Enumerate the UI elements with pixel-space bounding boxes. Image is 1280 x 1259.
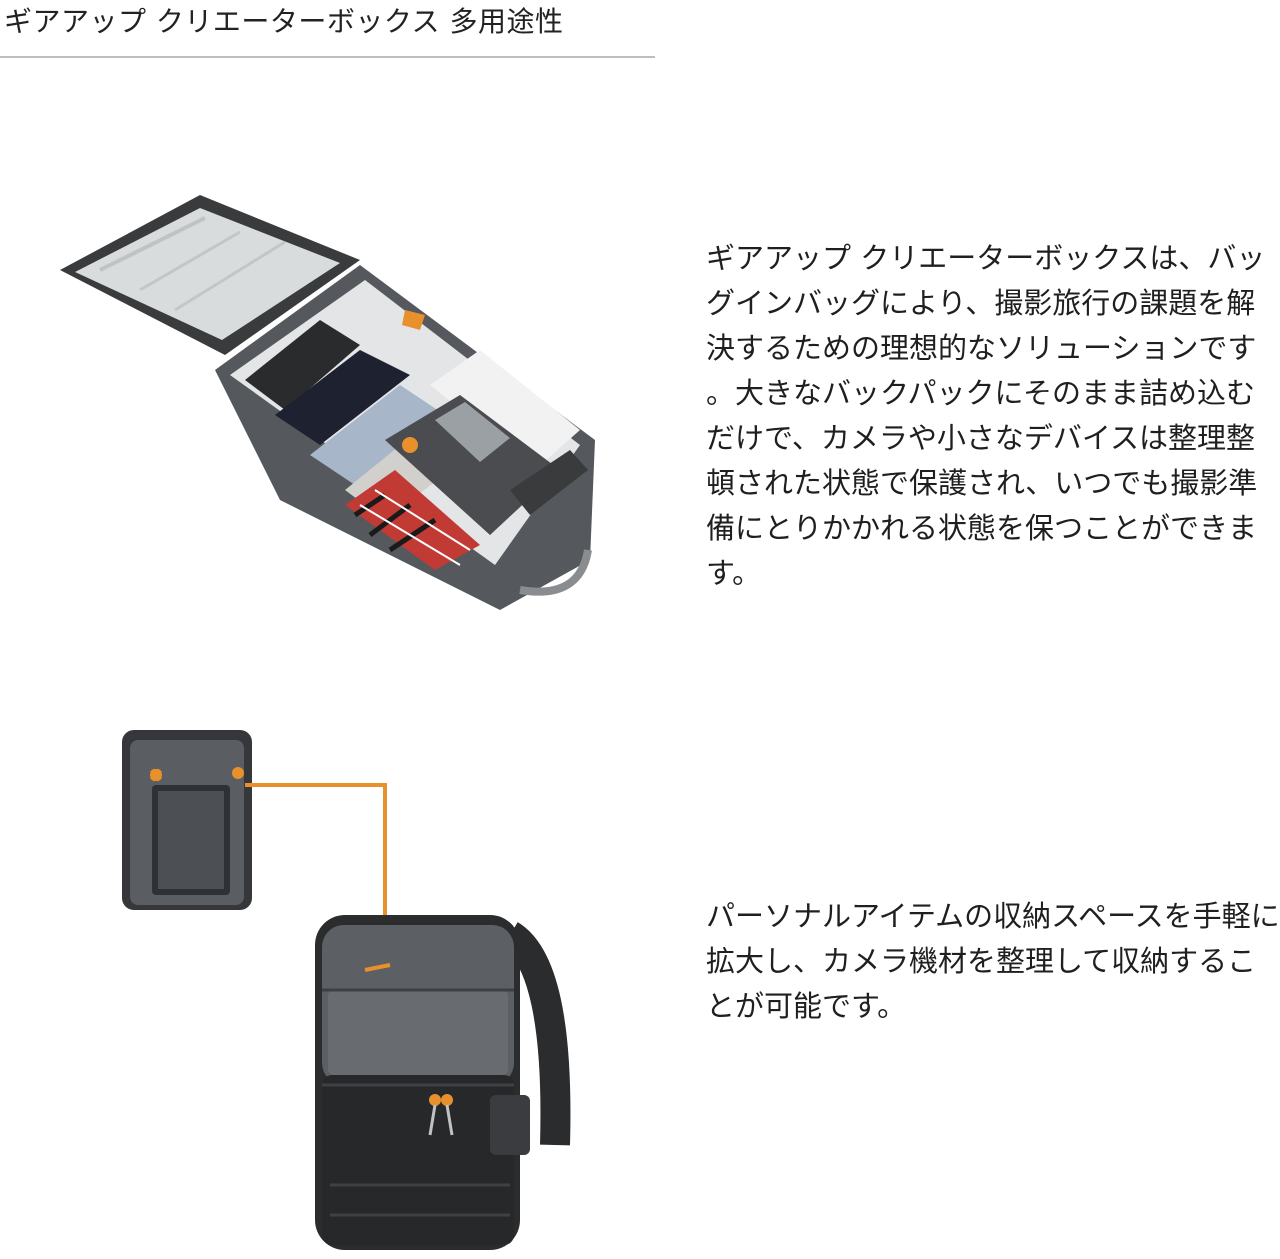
open-backpack-image xyxy=(60,195,595,610)
header-divider xyxy=(0,56,655,58)
section2-description: パーソナルアイテムの収納スペースを手軽に拡大し、カメラ機材を整理して収納すること… xyxy=(706,899,1280,1023)
page-title: ギアアップ クリエーターボックス 多用途性 xyxy=(4,5,564,38)
section1-description: ギアアップ クリエーターボックスは、バッグインバッグにより、撮影旅行の課題を解決… xyxy=(706,241,1266,590)
gearbox-and-backpack-image xyxy=(122,730,571,1250)
